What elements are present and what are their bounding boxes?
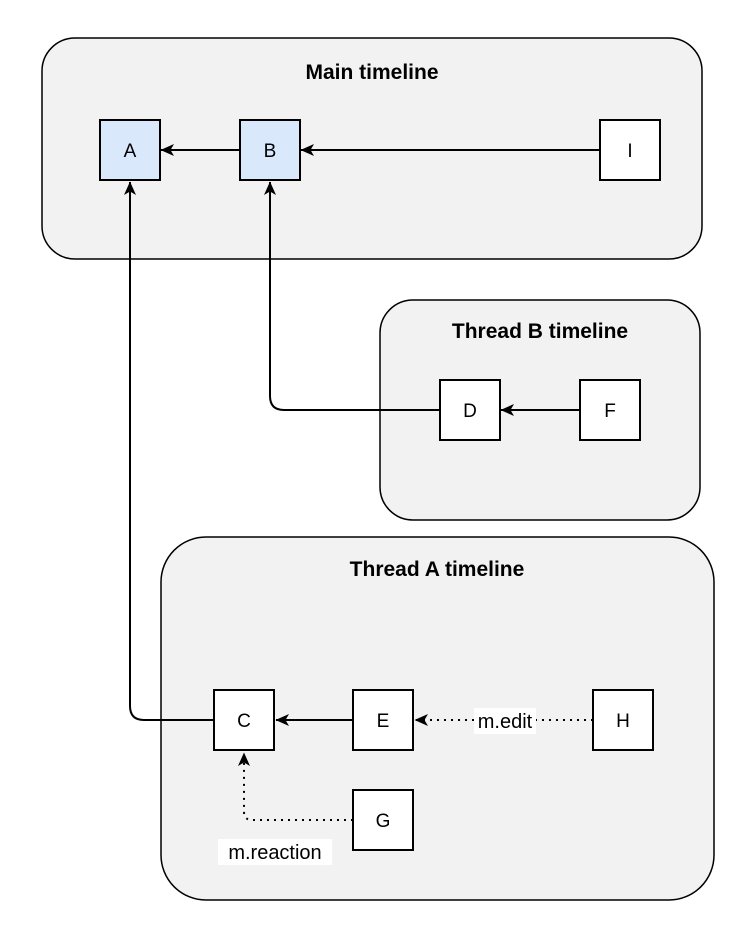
edge-label-m-reaction-text: m.reaction <box>228 842 321 864</box>
node-A: A <box>99 119 161 181</box>
node-A-box <box>99 119 161 181</box>
node-C: C <box>213 689 275 751</box>
main-timeline-box <box>41 37 703 260</box>
edge-C-to-A <box>124 181 214 721</box>
node-B-label: B <box>264 141 277 162</box>
node-A-label: A <box>124 141 137 162</box>
node-E-label: E <box>377 711 390 732</box>
node-C-label: C <box>237 711 251 732</box>
thread-a-timeline-title: Thread A timeline <box>350 558 525 581</box>
node-B: B <box>239 119 301 181</box>
node-F: F <box>579 379 641 441</box>
node-B-box <box>239 119 301 181</box>
node-F-box <box>579 379 641 441</box>
thread-b-timeline-title: Thread B timeline <box>452 320 628 343</box>
node-I-label: I <box>627 141 632 162</box>
main-timeline-title: Main timeline <box>305 61 438 84</box>
node-C-box <box>213 689 275 751</box>
edge-label-m-edit-bg <box>474 708 536 734</box>
node-D: D <box>439 379 501 441</box>
thread-a-timeline-box <box>160 536 715 901</box>
node-D-box <box>439 379 501 441</box>
node-H-label: H <box>616 711 630 732</box>
node-G: G <box>352 789 414 851</box>
node-F-label: F <box>604 401 616 422</box>
node-D-label: D <box>463 401 477 422</box>
edge-D-to-B <box>264 181 440 411</box>
node-G-label: G <box>376 811 391 832</box>
edge-G-to-C <box>238 752 353 821</box>
node-H: H <box>592 689 654 751</box>
edge-label-m-reaction: m.reaction <box>218 839 332 865</box>
node-I-box <box>599 119 661 181</box>
edge-label-m-edit-text: m.edit <box>478 711 533 733</box>
node-E: E <box>352 689 414 751</box>
edge-label-m-reaction-bg <box>218 839 332 865</box>
node-G-box <box>352 789 414 851</box>
node-E-box <box>352 689 414 751</box>
node-I: I <box>599 119 661 181</box>
node-H-box <box>592 689 654 751</box>
edge-label-m-edit: m.edit <box>474 708 536 734</box>
thread-a-timeline-container: Thread A timeline <box>160 536 715 901</box>
main-timeline-container: Main timeline <box>41 37 703 260</box>
